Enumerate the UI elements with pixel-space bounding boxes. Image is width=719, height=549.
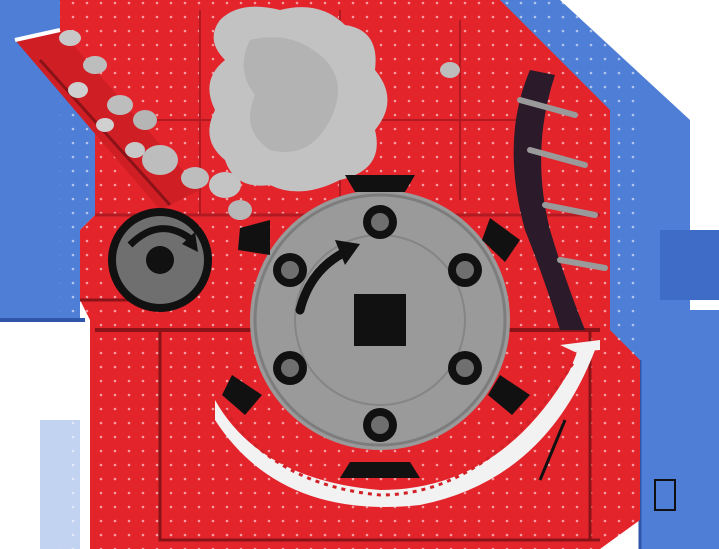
feed-roller <box>108 208 212 312</box>
rotor-shaft <box>354 294 406 346</box>
rotor <box>250 190 510 450</box>
